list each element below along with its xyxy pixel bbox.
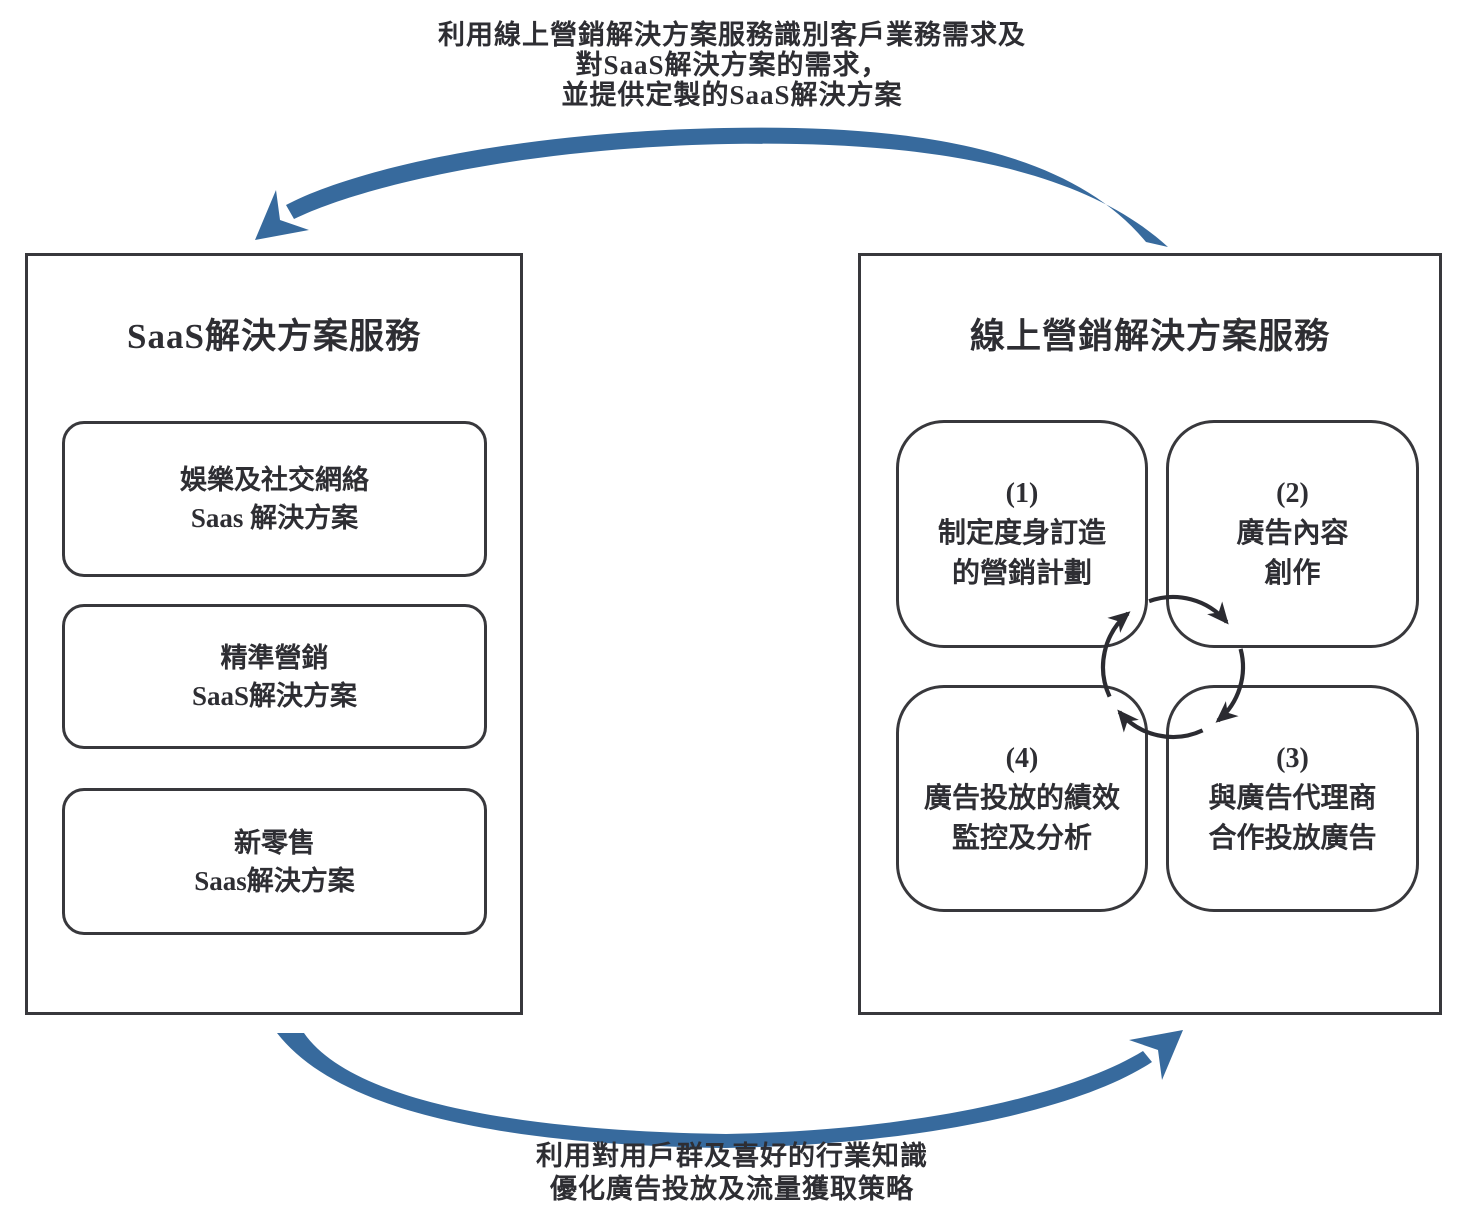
saas-item-entertainment-social: 娛樂及社交網絡 Saas 解決方案 (62, 421, 487, 577)
item-line: Saas 解決方案 (190, 503, 359, 533)
bottom-caption: 利用對用戶群及喜好的行業知識 優化廣告投放及流量獲取策略 (0, 1140, 1464, 1206)
saas-item-new-retail: 新零售 Saas解決方案 (62, 788, 487, 935)
top-flow-arrow-icon (286, 127, 1168, 247)
online-marketing-panel-title: 線上營銷解決方案服務 (969, 317, 1330, 356)
bottom-flow-arrowhead-icon (1129, 1030, 1183, 1080)
top-caption-line: 利用線上營銷解決方案服務識別客戶業務需求及 (438, 20, 1026, 50)
top-caption-line: 對SaaS解決方案的需求， (575, 50, 889, 80)
step-1-tailored-marketing-plan: (1) 制定度身訂造 的營銷計劃 (896, 420, 1148, 648)
bottom-caption-line: 優化廣告投放及流量獲取策略 (550, 1174, 914, 1204)
item-line: 新零售 (234, 827, 315, 858)
bottom-flow-arrow-icon (277, 1033, 1152, 1148)
item-line: 娛樂及社交網絡 (180, 465, 369, 495)
step-line: 制定度身訂造 (937, 518, 1106, 549)
saas-solutions-panel: SaaS解決方案服務 娛樂及社交網絡 Saas 解決方案 精準營銷 SaaS解決… (25, 253, 523, 1015)
step-line: 廣告投放的績效 (923, 782, 1120, 814)
top-flow-arrowhead-icon (255, 190, 309, 240)
saas-panel-title: SaaS解決方案服務 (127, 317, 421, 356)
step-4-performance-monitoring-analysis: (4) 廣告投放的績效 監控及分析 (896, 685, 1148, 912)
step-number: (3) (1276, 742, 1309, 774)
item-line: Saas解決方案 (194, 865, 355, 896)
step-number: (2) (1276, 478, 1309, 509)
item-line: SaaS解決方案 (191, 680, 358, 711)
step-number: (4) (1005, 742, 1039, 774)
step-line: 監控及分析 (951, 822, 1092, 854)
step-line: 創作 (1264, 558, 1321, 589)
online-marketing-panel: 線上營銷解決方案服務 (1) 制定度身訂造 的營銷計劃 (2) 廣告內容 創作 … (858, 253, 1442, 1015)
step-number: (1) (1005, 478, 1039, 509)
bottom-caption-line: 利用對用戶群及喜好的行業知識 (536, 1141, 928, 1171)
step-line: 與廣告代理商 (1208, 782, 1377, 814)
item-line: 精準營銷 (220, 642, 329, 673)
step-line: 合作投放廣告 (1208, 822, 1377, 854)
step-2-ad-content-creation: (2) 廣告內容 創作 (1166, 420, 1419, 648)
top-caption: 利用線上營銷解決方案服務識別客戶業務需求及 對SaaS解決方案的需求， 並提供定… (0, 20, 1464, 110)
step-line: 廣告內容 (1236, 518, 1349, 549)
step-3-ad-agency-placement: (3) 與廣告代理商 合作投放廣告 (1166, 685, 1419, 912)
top-caption-line: 並提供定製的SaaS解決方案 (561, 80, 903, 110)
step-line: 的營銷計劃 (951, 558, 1092, 589)
saas-item-precision-marketing: 精準營銷 SaaS解決方案 (62, 604, 487, 749)
